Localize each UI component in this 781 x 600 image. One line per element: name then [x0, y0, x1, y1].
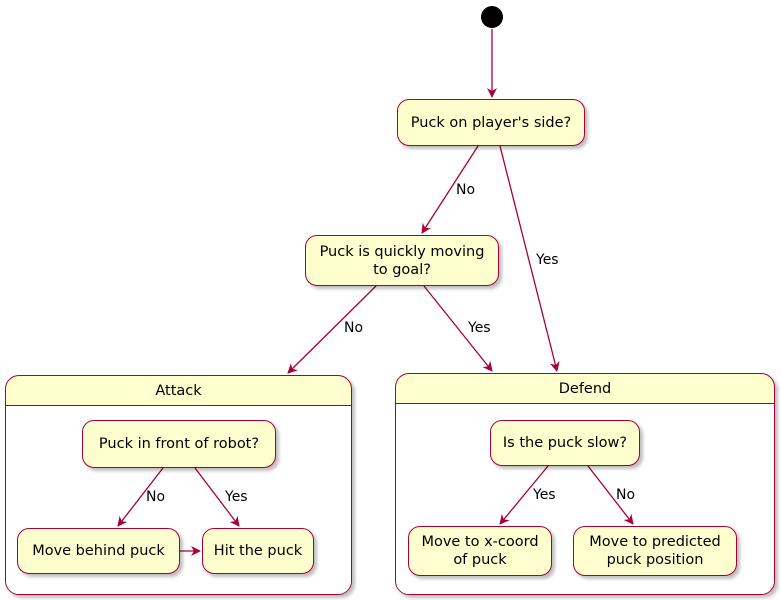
move-predicted-label: Move to predicted puck position	[589, 534, 721, 568]
edge-label-side-no: No	[456, 182, 476, 198]
quickly-moving-label: Puck is quickly moving to goal?	[319, 243, 485, 278]
edge-label-front-no: No	[146, 489, 166, 505]
front-of-robot-label: Puck in front of robot?	[98, 436, 260, 452]
edge-label-quick-no: No	[344, 320, 364, 336]
edge-label-front-yes: Yes	[225, 489, 248, 505]
move-behind-node: Move behind puck	[17, 528, 180, 574]
edge-label-slow-no: No	[616, 487, 636, 503]
move-x-node: Move to x-coord of puck	[408, 526, 552, 576]
edge-quick-yes	[423, 285, 493, 372]
edge-front-yes	[194, 467, 240, 527]
edge-label-side-yes: Yes	[536, 252, 559, 268]
edge-side-yes	[499, 145, 560, 372]
puck-on-side-node: Puck on player's side?	[397, 99, 585, 146]
start-node	[481, 6, 503, 28]
front-of-robot-node: Puck in front of robot?	[82, 420, 276, 468]
edge-label-quick-yes: Yes	[468, 320, 491, 336]
edge-quick-no	[287, 285, 377, 374]
move-x-label: Move to x-coord of puck	[421, 534, 539, 568]
edge-front-no	[117, 467, 164, 527]
move-predicted-node: Move to predicted puck position	[573, 526, 737, 576]
puck-slow-node: Is the puck slow?	[490, 420, 640, 466]
defend-title: Defend	[396, 374, 774, 404]
move-behind-label: Move behind puck	[32, 543, 165, 559]
hit-puck-label: Hit the puck	[213, 543, 303, 559]
hit-puck-node: Hit the puck	[202, 528, 314, 574]
edge-slow-yes	[499, 465, 549, 525]
puck-on-side-label: Puck on player's side?	[410, 114, 572, 131]
edge-label-slow-yes: Yes	[533, 487, 556, 503]
edge-slow-no	[587, 465, 634, 525]
attack-title: Attack	[6, 376, 351, 406]
edge-side-no	[421, 145, 479, 234]
puck-slow-label: Is the puck slow?	[502, 435, 628, 451]
quickly-moving-node: Puck is quickly moving to goal?	[305, 235, 499, 286]
